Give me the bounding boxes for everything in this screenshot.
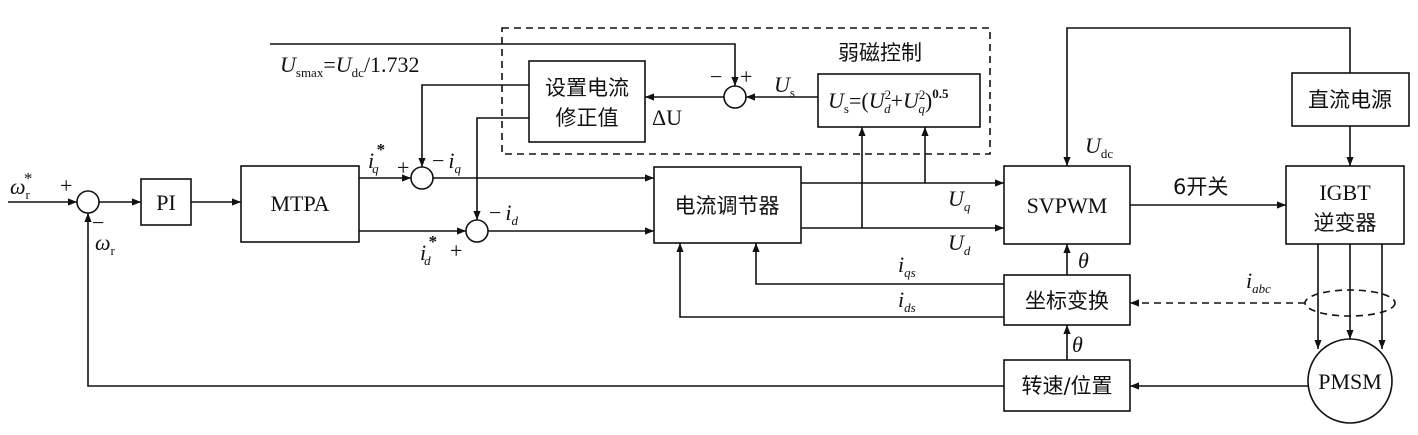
ids-feedback-line xyxy=(676,243,1004,318)
udc-loop-line xyxy=(1063,27,1351,166)
coordinate-transform-block: 坐标变换 xyxy=(1003,274,1131,326)
us-label: Us xyxy=(774,72,795,100)
dc-source-label: 直流电源 xyxy=(1308,88,1392,112)
iq-minus-label: −iq xyxy=(432,148,462,176)
pmsm-motor: PMSM xyxy=(1307,338,1393,424)
speed-feedback-line xyxy=(84,213,1004,387)
omega-ref-label: ωr* xyxy=(10,169,32,202)
iqs-label: iqs xyxy=(898,252,916,280)
current-regulator-label: 电流调节器 xyxy=(675,194,780,218)
delta-u-label: ΔU xyxy=(652,105,682,130)
voltage-minus-sign: − xyxy=(710,64,722,89)
ids-label: ids xyxy=(898,287,916,315)
voltage-summing-junction xyxy=(723,85,747,109)
iabc-label: iabc xyxy=(1246,268,1271,296)
speed-minus-sign: − xyxy=(92,210,104,235)
theta-svpwm-label: θ xyxy=(1078,248,1089,273)
current-correction-label-line2: 修正值 xyxy=(556,106,619,130)
correction-to-iq-line xyxy=(418,84,529,167)
id-ref-label: id* xyxy=(420,232,437,268)
iq-summing-junction xyxy=(410,166,434,190)
usmax-label: Usmax=Udc/1.732 xyxy=(280,52,420,80)
igbt-label: IGBT xyxy=(1319,180,1371,205)
iqs-feedback-line xyxy=(752,243,1004,285)
speed-position-label: 转速/位置 xyxy=(1021,374,1112,398)
pi-block: PI xyxy=(140,178,192,226)
field-weakening-title: 弱磁控制 xyxy=(838,41,922,65)
igbt-inverter-block: IGBT 逆变器 xyxy=(1285,165,1405,245)
pmsm-label: PMSM xyxy=(1318,369,1382,394)
id-summing-junction xyxy=(465,219,489,243)
voltage-plus-sign: + xyxy=(740,64,752,89)
current-correction-block: 设置电流 修正值 xyxy=(528,60,646,143)
coordinate-transform-label: 坐标变换 xyxy=(1025,289,1109,313)
usmax-line xyxy=(270,43,739,86)
current-regulator-block: 电流调节器 xyxy=(653,166,802,244)
id-plus-sign: + xyxy=(450,238,462,263)
uq-label: Uq xyxy=(948,186,971,214)
field-weakening-region xyxy=(501,27,991,155)
mtpa-label: MTPA xyxy=(270,191,329,216)
svpwm-label: SVPWM xyxy=(1027,193,1108,218)
speed-plus-sign: + xyxy=(60,173,72,198)
theta-coord-label: θ xyxy=(1072,332,1083,357)
six-switch-label: 6开关 xyxy=(1173,175,1228,199)
ud-label: Ud xyxy=(948,230,971,258)
iq-ref-label: iq* xyxy=(368,140,385,176)
omega-r-label: ωr xyxy=(95,230,116,258)
udc-label: Udc xyxy=(1085,133,1113,161)
iq-plus-sign: + xyxy=(397,155,409,180)
mtpa-block: MTPA xyxy=(240,165,360,243)
inverter-label: 逆变器 xyxy=(1314,211,1377,235)
correction-to-id-line xyxy=(473,117,529,220)
current-correction-label-line1: 设置电流 xyxy=(545,76,629,100)
pi-label: PI xyxy=(156,190,176,215)
speed-position-block: 转速/位置 xyxy=(1003,359,1131,412)
dc-source-block: 直流电源 xyxy=(1291,72,1410,127)
id-minus-label: −id xyxy=(489,200,519,228)
svpwm-block: SVPWM xyxy=(1003,165,1131,245)
